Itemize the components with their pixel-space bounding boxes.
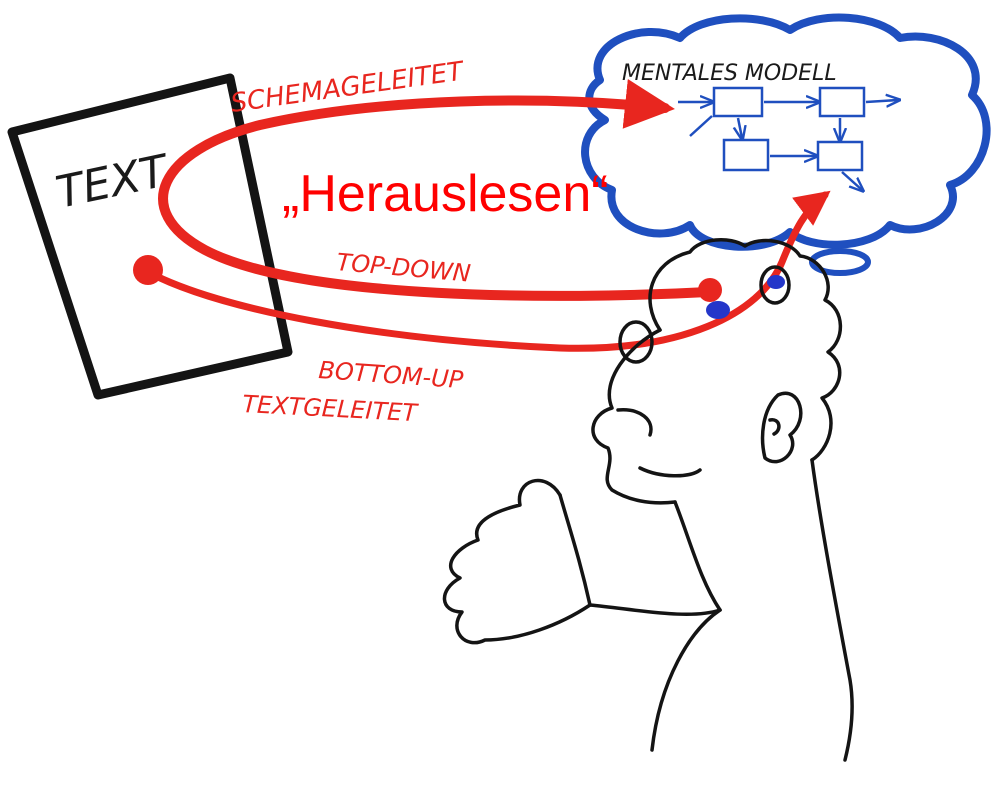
text-document-box: TEXT: [7, 73, 293, 400]
path-bottom-label-2: TEXTGELEITET: [242, 390, 420, 427]
reader-figure: [442, 238, 854, 762]
path-bottom-label-1: BOTTOM-UP: [318, 356, 465, 394]
overlay-title: „Herauslesen“: [282, 165, 609, 223]
eye-red-dot: [698, 278, 722, 302]
cloud-label: MENTALES MODELL: [622, 61, 837, 86]
schema-path: [158, 79, 713, 301]
text-start-dot: [133, 255, 163, 285]
mental-model-cloud: MENTALES MODELL: [581, 13, 991, 251]
thought-bubble: [809, 248, 871, 276]
eye-blue-dot: [706, 301, 730, 319]
eye-blue-dot-2: [767, 275, 785, 289]
